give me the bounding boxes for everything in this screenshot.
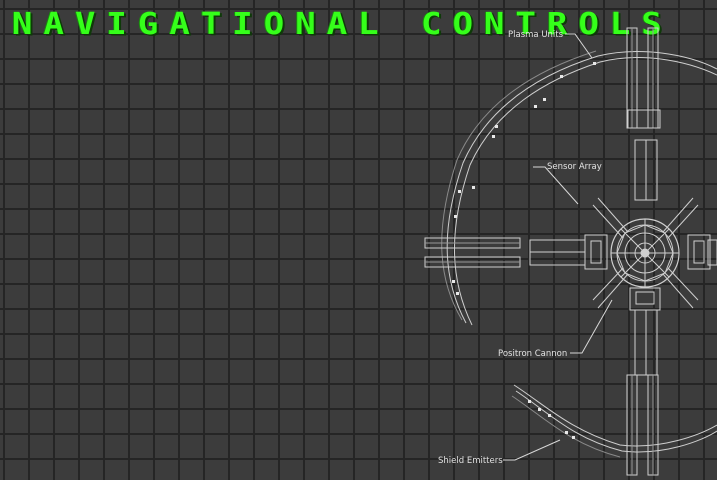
callout-leaders <box>503 33 613 461</box>
shield-ring-lower <box>511 384 717 458</box>
sensor-array-rods <box>592 197 699 309</box>
shield-ring-upper <box>441 50 717 326</box>
callout-shield-emitters: Shield Emitters <box>438 456 503 466</box>
central-hub <box>610 218 680 288</box>
left-arm <box>424 234 608 270</box>
page-title: NAVIGATIONAL CONTROLS <box>12 6 673 42</box>
right-arm <box>687 234 717 270</box>
upper-spine <box>626 27 661 201</box>
callout-positron-cannon: Positron Cannon <box>498 349 567 359</box>
emitter-dots <box>452 62 596 439</box>
lower-spine <box>626 287 661 476</box>
callout-plasma-units: Plasma Units <box>508 30 564 40</box>
callout-sensor-array: Sensor Array <box>547 162 602 172</box>
